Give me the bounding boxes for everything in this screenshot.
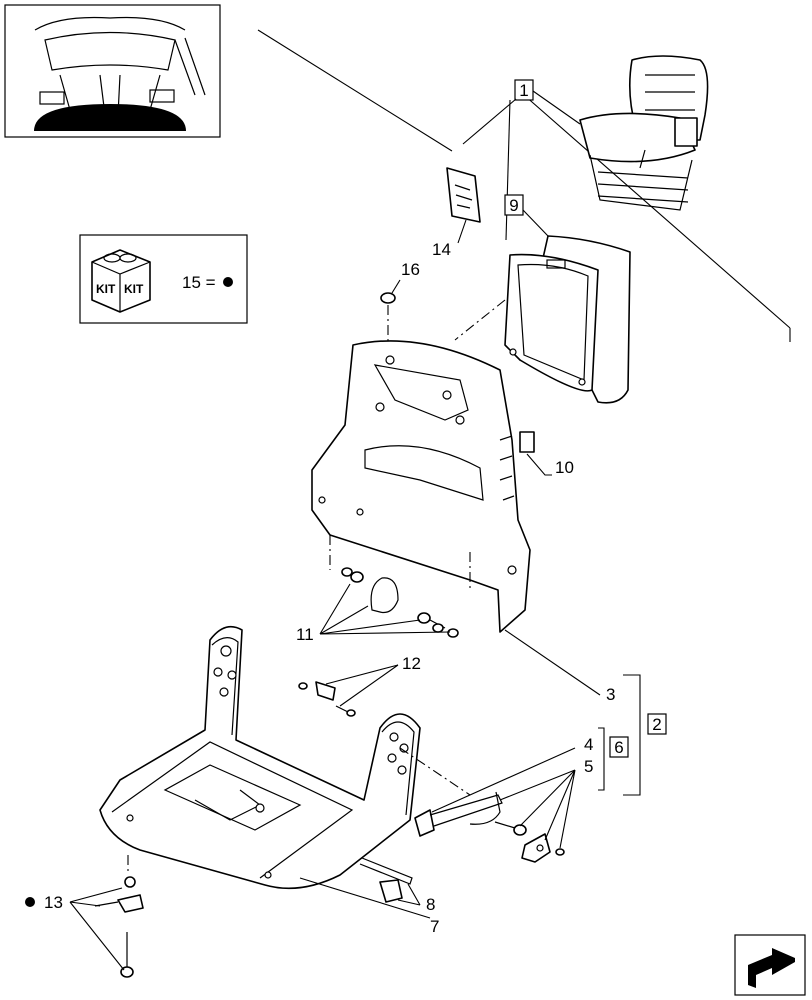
svg-text:9: 9	[509, 196, 518, 215]
svg-text:KIT: KIT	[124, 282, 144, 296]
svg-text:7: 7	[430, 917, 439, 936]
filled-circle-bullet-icon	[25, 897, 35, 907]
svg-text:2: 2	[652, 715, 661, 734]
part-8-rod-clip: 8	[359, 857, 435, 914]
part-11-hardware: 11	[296, 567, 459, 644]
part-14-sticker: 14	[432, 167, 481, 259]
svg-text:16: 16	[401, 260, 420, 279]
part-12-bracket: 12	[298, 654, 421, 717]
kit-box-icon: KIT KIT	[91, 249, 151, 313]
svg-text:KIT: KIT	[96, 282, 116, 296]
svg-text:8: 8	[426, 895, 435, 914]
svg-text:4: 4	[584, 735, 593, 754]
svg-text:12: 12	[402, 654, 421, 673]
svg-text:10: 10	[555, 458, 574, 477]
part-3-backrest-frame: 3	[311, 340, 615, 704]
part-10-clip: 10	[519, 431, 574, 477]
part-9-backrest-cushion	[504, 235, 631, 404]
callout-6-group: 6	[598, 727, 629, 791]
part-4-5-levers: 4 5	[414, 735, 593, 863]
callout-2-group: 2	[623, 674, 667, 796]
svg-text:3: 3	[606, 685, 615, 704]
part-13-stud: 13	[25, 855, 144, 978]
svg-text:6: 6	[614, 738, 623, 757]
tractor-cab-thumbnail-icon	[4, 4, 221, 138]
svg-text:5: 5	[584, 757, 593, 776]
next-page-arrow-icon[interactable]	[734, 934, 806, 996]
part-7-seat-base: 7	[99, 625, 439, 936]
svg-text:1: 1	[519, 81, 528, 100]
complete-seat-icon	[579, 55, 709, 211]
svg-text:11: 11	[296, 625, 314, 644]
svg-text:13: 13	[44, 893, 63, 912]
callout-9: 9	[504, 194, 549, 237]
svg-text:14: 14	[432, 240, 451, 259]
callout-1: 1	[462, 79, 581, 241]
filled-circle-bullet-icon	[223, 277, 233, 287]
kit-legend: KIT KIT 15 =	[79, 234, 248, 324]
svg-text:15 =: 15 =	[182, 273, 216, 292]
